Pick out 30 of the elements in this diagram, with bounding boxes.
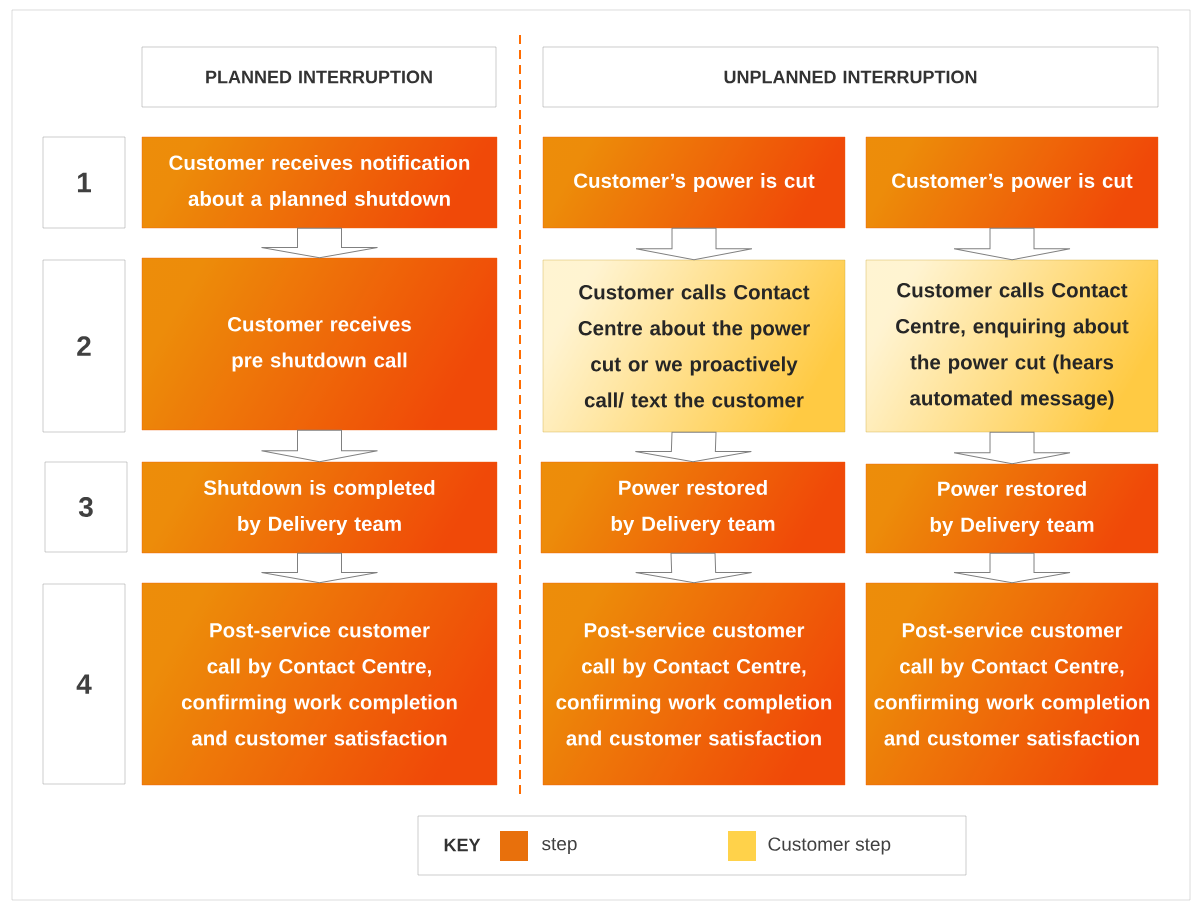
legend-text: Customer step — [768, 837, 891, 855]
process-box: Customer receives pre shutdown call — [141, 257, 498, 431]
step-number-box: 1 — [42, 136, 126, 229]
step-number-box: 2 — [42, 259, 126, 433]
process-box: Customer receives notification about a planned shutdown — [141, 136, 498, 229]
process-box: Customer calls Contact Centre, enquiring about the power cut (hears automated message) — [865, 259, 1159, 433]
block-arrow — [261, 227, 378, 259]
block-arrow — [261, 552, 378, 584]
header-box: PLANNED INTERRUPTION — [141, 46, 497, 108]
header-box: UNPLANNED INTERRUPTION — [542, 46, 1159, 108]
block-arrow — [953, 227, 1071, 261]
process-box: Customer’s power is cut — [865, 136, 1159, 229]
process-box: Shutdown is completed by Delivery team — [141, 461, 498, 554]
process-box: Post-service customer call by Contact Centre, confirming work completion and customer satisfaction — [542, 582, 846, 786]
process-box: Power restored by Delivery team — [865, 463, 1159, 554]
process-box: Post-service customer call by Contact Centre, confirming work completion and customer satisfaction — [141, 582, 498, 786]
block-arrow — [261, 429, 378, 463]
block-arrow — [634, 431, 752, 463]
step-number-box: 3 — [44, 461, 128, 553]
process-box: Post-service customer call by Contact Centre, confirming work completion and customer satisfaction — [865, 582, 1159, 786]
step-number-box: 4 — [42, 583, 126, 785]
block-arrow — [635, 227, 753, 261]
key-label: KEY — [444, 838, 481, 852]
process-box: Customer calls Contact Centre about the power cut or we proactively call/ text the customer — [542, 259, 846, 433]
block-arrow — [953, 431, 1071, 465]
block-arrow — [953, 552, 1071, 584]
block-arrow — [635, 552, 753, 584]
legend-text: step — [542, 837, 577, 855]
process-box: Power restored by Delivery team — [540, 461, 846, 554]
process-box: Customer’s power is cut — [542, 136, 846, 229]
